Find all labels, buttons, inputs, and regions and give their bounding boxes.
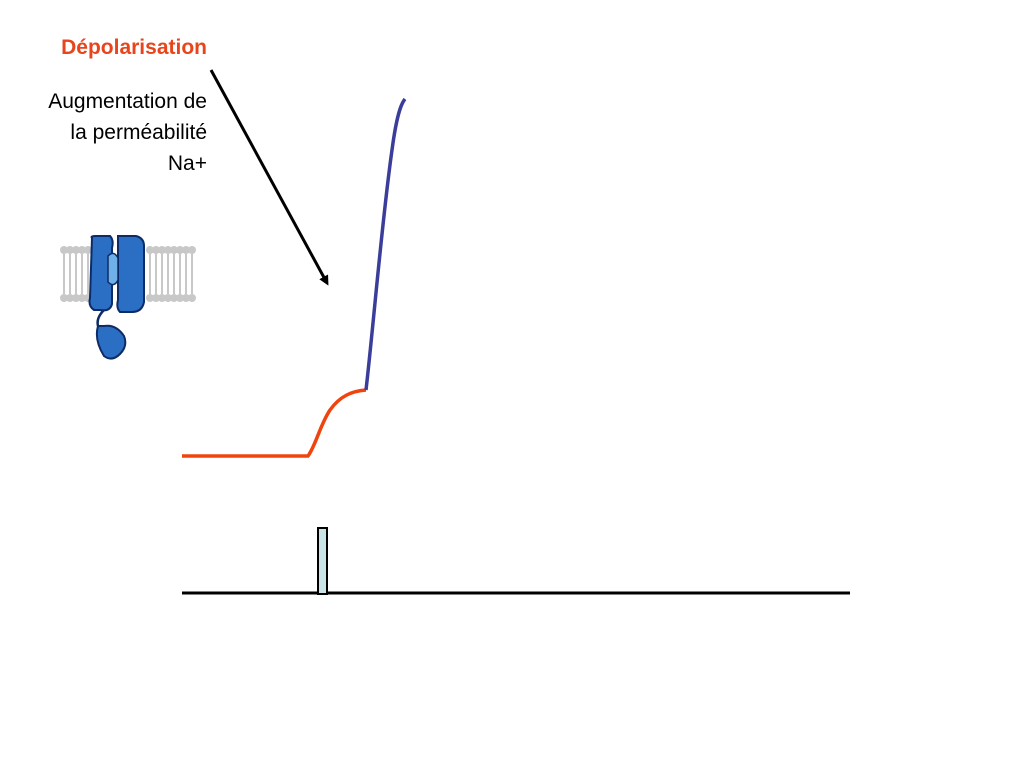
- lipid-head: [60, 294, 68, 302]
- lipid-head: [188, 246, 196, 254]
- lipid-head: [146, 294, 154, 302]
- lipid-head: [78, 294, 86, 302]
- lipid-head: [152, 294, 160, 302]
- lipid-head: [158, 246, 166, 254]
- description-line-3: Na+: [167, 152, 207, 175]
- lipid-head: [176, 246, 184, 254]
- lipid-head: [176, 294, 184, 302]
- slide-title: Dépolarisation: [61, 36, 207, 59]
- lipid-head: [182, 294, 190, 302]
- pointer-arrow: [209, 69, 329, 286]
- rising-phase-trace: [364, 97, 407, 391]
- lipid-head: [164, 294, 172, 302]
- stimulus-marker: [317, 527, 328, 595]
- lipid-head: [66, 294, 74, 302]
- lipid-tails: [63, 254, 193, 294]
- lipid-bilayer: [60, 246, 196, 302]
- lipid-head: [72, 246, 80, 254]
- lipid-head: [84, 246, 92, 254]
- lipid-head: [66, 246, 74, 254]
- lipid-head: [60, 246, 68, 254]
- lipid-head: [182, 246, 190, 254]
- lipid-head: [158, 294, 166, 302]
- description-line-1: Augmentation de: [48, 90, 207, 113]
- depolarization-trace: [182, 388, 367, 458]
- description-text: Augmentation de la perméabilité Na+: [48, 86, 207, 179]
- lipid-heads-top: [60, 246, 196, 254]
- lipid-head: [152, 246, 160, 254]
- lipid-heads-bottom: [60, 294, 196, 302]
- channel-protein: [88, 235, 145, 360]
- description-line-2: la perméabilité: [70, 121, 207, 144]
- lipid-head: [146, 246, 154, 254]
- lipid-head: [170, 246, 178, 254]
- lipid-head: [188, 294, 196, 302]
- lipid-head: [72, 294, 80, 302]
- lipid-head: [78, 246, 86, 254]
- lipid-head: [170, 294, 178, 302]
- sodium-channel-icon: [60, 235, 196, 360]
- lipid-head: [164, 246, 172, 254]
